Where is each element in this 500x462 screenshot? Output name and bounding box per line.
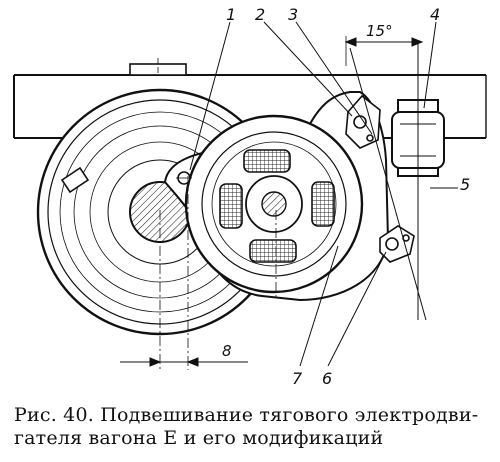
technical-drawing: 1 2 3 4 5 6 7 8 15°	[13, 5, 487, 388]
figure-caption: Рис. 40. Подвешивание тягового электродв…	[14, 404, 494, 450]
callout-2: 2	[255, 5, 265, 24]
leader-lines	[189, 21, 458, 367]
callout-6: 6	[322, 369, 332, 388]
frame-pad	[129, 58, 187, 76]
lower-link	[379, 225, 415, 263]
callout-7: 7	[292, 369, 303, 388]
caption-line-1: Рис. 40. Подвешивание тягового электродв…	[14, 404, 479, 426]
callout-5: 5	[460, 175, 470, 194]
wheel-tab	[60, 166, 90, 194]
caption-line-2: гателя вагона Е и его модификаций	[14, 427, 384, 449]
callout-1: 1	[226, 5, 236, 24]
callout-4: 4	[430, 5, 440, 24]
callout-8: 8	[222, 342, 232, 360]
traction-motor	[184, 114, 364, 294]
angle-lines	[344, 36, 427, 321]
suspension-pin	[176, 171, 192, 185]
dimension-8	[120, 357, 248, 367]
center-lines	[159, 176, 277, 370]
angle-label: 15°	[366, 22, 393, 40]
callout-3: 3	[288, 5, 298, 24]
